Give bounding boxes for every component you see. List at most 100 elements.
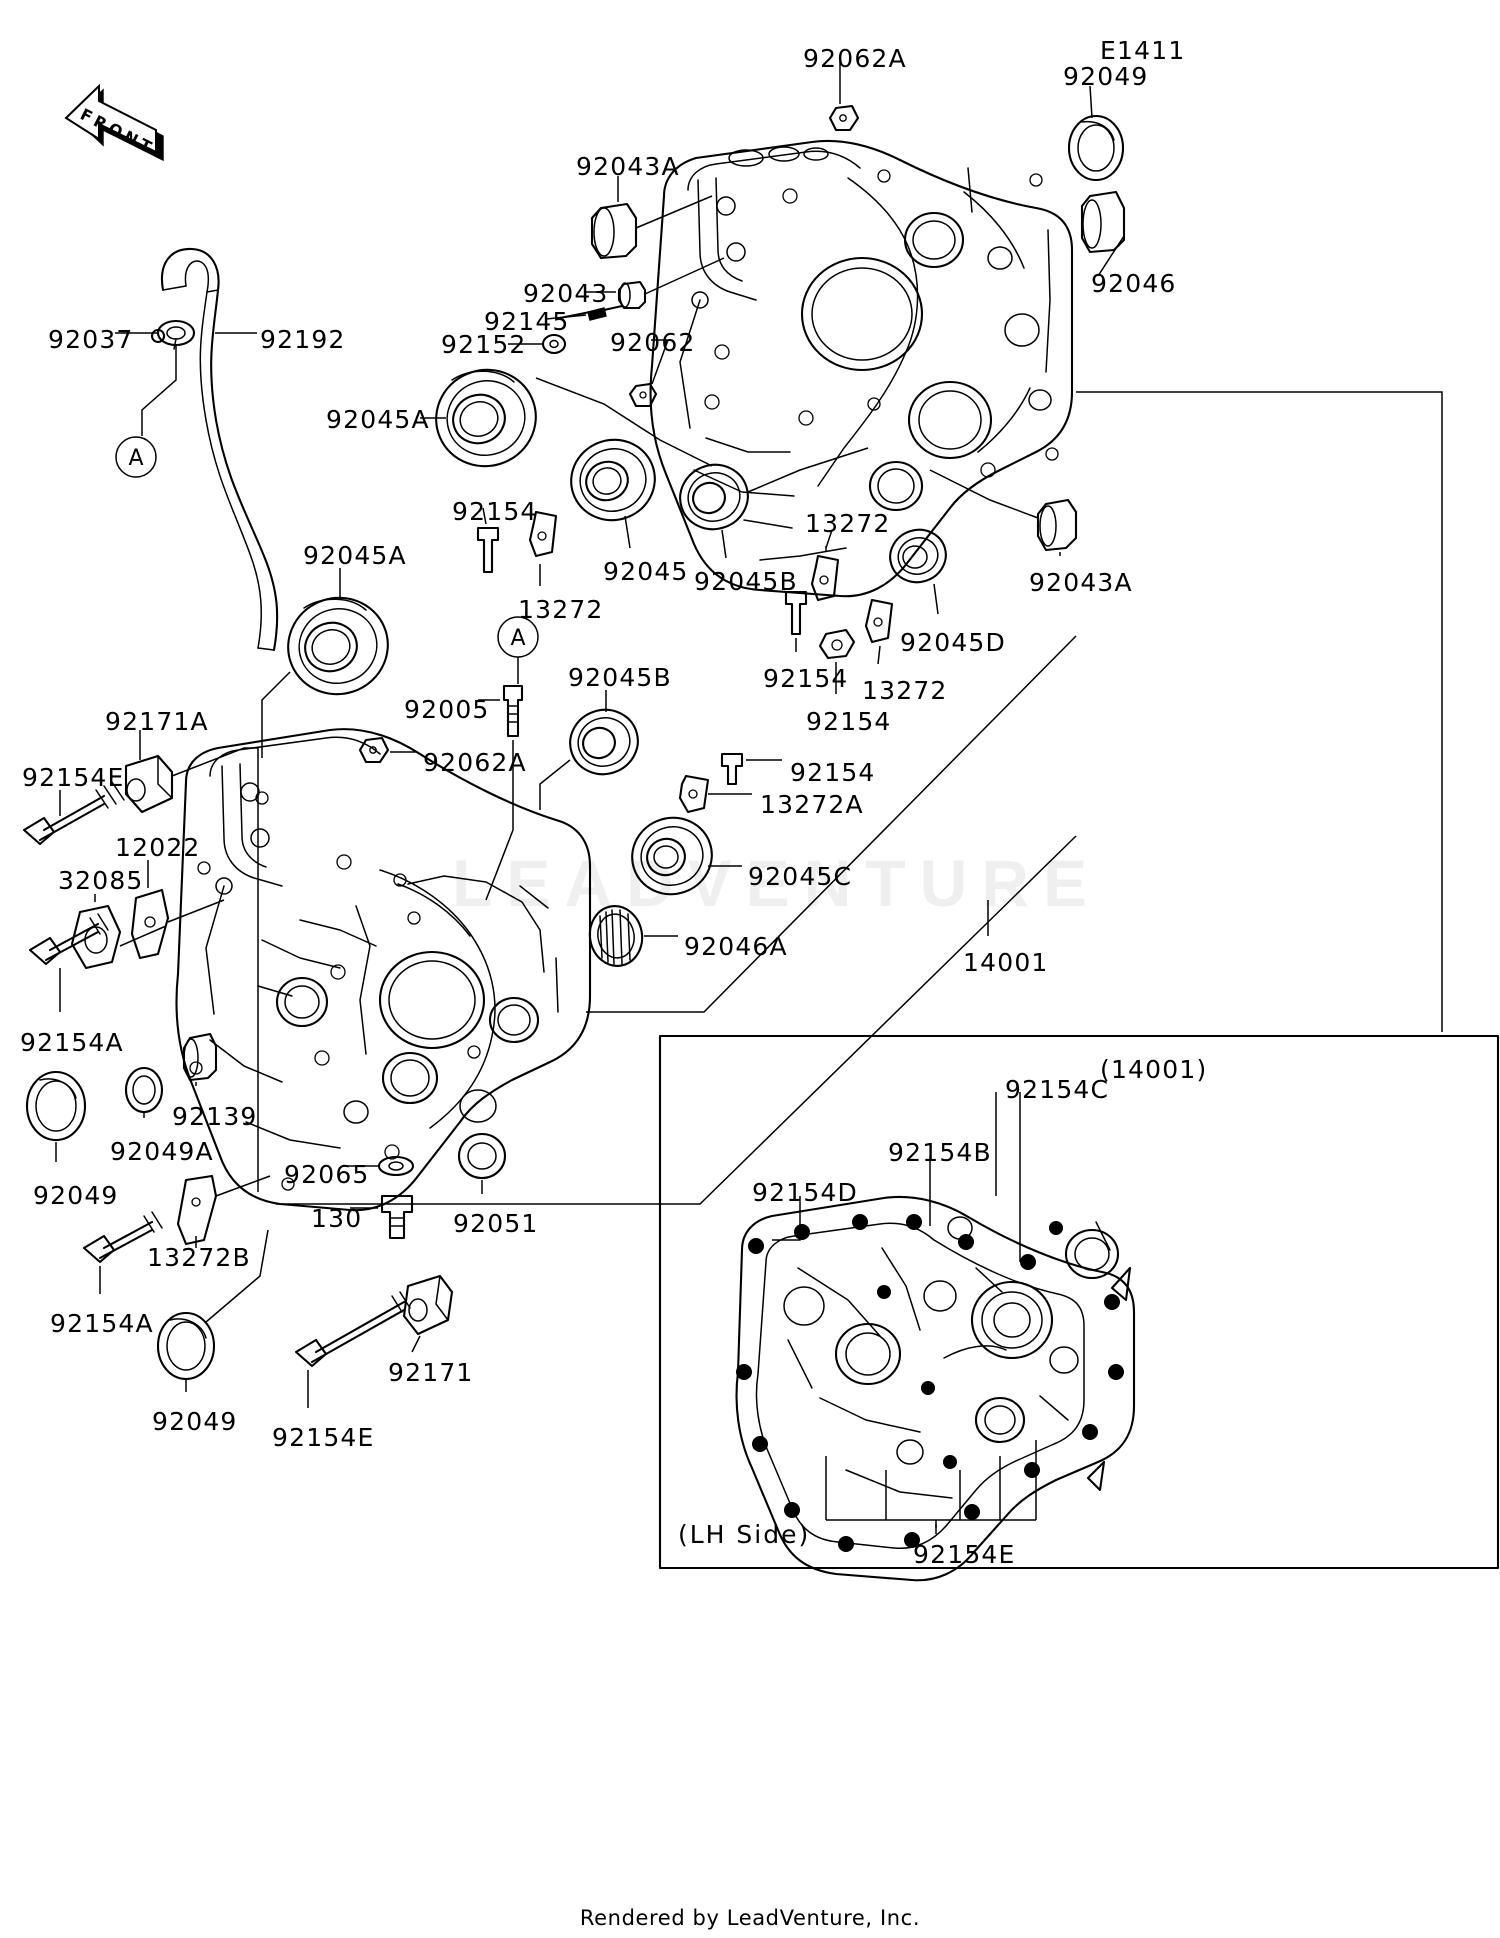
collar-92046 (1080, 190, 1126, 254)
callout-92062A-upper: 92062A (803, 44, 907, 73)
bracket-12022 (130, 888, 170, 960)
bolt-92154E-bottom (294, 1291, 411, 1368)
callout-92152: 92152 (441, 330, 527, 359)
leader-92154D (772, 1196, 801, 1241)
callout-92154-upper: 92154 (452, 497, 538, 526)
bushing-92043 (617, 280, 647, 310)
bolt-130 (380, 1194, 414, 1240)
bracket-32085 (70, 904, 122, 970)
leader-92045B-to-case (747, 447, 869, 493)
callout-92154-mid: 92154 (790, 758, 876, 787)
inset-caption-lh-side: (LH Side) (678, 1520, 811, 1549)
leader-92045A-lower-b (261, 671, 291, 758)
crankcase-half-lower (175, 728, 592, 1212)
callout-92045B-lower: 92045B (568, 663, 672, 692)
leader-13272-right2 (877, 645, 881, 665)
clamp-92171 (402, 1274, 454, 1336)
leader-14001-diag (586, 635, 1077, 1013)
callout-92154A-upper: 92154A (20, 1028, 124, 1057)
callout-92065: 92065 (284, 1160, 370, 1189)
callout-13272-upper: 13272 (518, 595, 604, 624)
leader-14001-lower (276, 835, 1077, 1205)
bushing-92139 (182, 1032, 218, 1082)
plug-92062A-lower (358, 736, 390, 764)
leader-92049-bottom-b (205, 1229, 269, 1323)
washer-92065 (377, 1155, 415, 1177)
callout-13272B: 13272B (147, 1243, 251, 1272)
plug-92051 (457, 1132, 507, 1180)
callout-92051: 92051 (453, 1209, 539, 1238)
callout-92043A-right: 92043A (1029, 568, 1133, 597)
plate-13272-right2 (864, 598, 894, 644)
callout-92043A-upper: 92043A (576, 152, 680, 181)
callout-92045C: 92045C (748, 862, 853, 891)
plug-92062 (628, 382, 658, 408)
leader-detail-A-top (141, 345, 177, 436)
callout-92154A-lower: 92154A (50, 1309, 154, 1338)
leader-92045D (933, 583, 939, 615)
callout-13272-right2: 13272 (862, 676, 948, 705)
callout-92139: 92139 (172, 1102, 258, 1131)
callout-92049-bottom: 92049 (152, 1407, 238, 1436)
nut-92154-right2 (818, 628, 856, 660)
callout-92043: 92043 (523, 279, 609, 308)
bearing-92045B-upper (679, 463, 749, 531)
callout-92171: 92171 (388, 1358, 474, 1387)
bearing-92046A (588, 905, 644, 967)
watermark-leadventure: LEADVENTURE (452, 846, 1102, 920)
leader-92171A-b (171, 747, 259, 1192)
callout-92049A: 92049A (110, 1137, 214, 1166)
callout-92171A: 92171A (105, 707, 209, 736)
footer-attribution: Rendered by LeadVenture, Inc. (579, 1906, 921, 1930)
leader-92045 (624, 515, 631, 549)
bushing-92043A-right (1036, 498, 1078, 552)
plug-92062A-upper (828, 104, 860, 132)
bearing-92045C (631, 816, 713, 896)
callout-92154-right: 92154 (763, 664, 849, 693)
callout-92005: 92005 (404, 695, 490, 724)
leader-92043A-right-b (929, 469, 1039, 519)
bearing-92045A-lower (287, 596, 389, 696)
callout-92154C: 92154C (1005, 1075, 1110, 1104)
plate-13272-upper (528, 510, 558, 558)
leader-92043-b (644, 257, 725, 295)
front-arrow-icon: FRONT (64, 83, 164, 162)
leader-92045B-lower-b (539, 759, 571, 810)
callout-92045B-upper: 92045B (694, 567, 798, 596)
leader-92171 (411, 1335, 421, 1353)
callout-92154D: 92154D (752, 1178, 858, 1207)
oil-seal-92049-bottom (156, 1311, 216, 1381)
leader-92049-upper (1089, 85, 1093, 119)
seal-92045D (889, 528, 947, 584)
plate-13272B (176, 1174, 218, 1246)
oil-seal-92049-left (25, 1070, 87, 1142)
bolt-92154A-upper (28, 913, 109, 966)
plate-13272-right (810, 554, 840, 602)
callout-92154E-upper: 92154E (22, 763, 125, 792)
inset-crankcase-lh (735, 1195, 1136, 1582)
svg-text:A: A (128, 446, 143, 471)
callout-92049-left: 92049 (33, 1181, 119, 1210)
bearing-92045A-upper (435, 368, 537, 468)
bolt-92154E-upper (22, 781, 125, 846)
callout-92062A-lower: 92062A (423, 748, 527, 777)
leader-92046 (1097, 235, 1125, 277)
oil-seal-92049A (124, 1066, 164, 1114)
bolt-92154-mid (720, 752, 744, 786)
callout-12022: 12022 (115, 833, 201, 862)
hose-clamp-part (151, 319, 196, 350)
callout-14001: 14001 (963, 948, 1049, 977)
bolt-92154-right (784, 590, 808, 636)
leader-32085-b (119, 925, 167, 947)
nozzle-92005 (502, 684, 524, 738)
svg-text:A: A (510, 626, 525, 651)
callout-92192: 92192 (260, 325, 346, 354)
leader-92062 (651, 339, 670, 385)
callout-92045A-lower: 92045A (303, 541, 407, 570)
leader-A-to-case (485, 740, 514, 901)
leader-12022-b (167, 899, 225, 923)
bearing-92045 (570, 438, 656, 522)
washer-92152 (541, 333, 567, 355)
oil-seal-92049-upper (1067, 114, 1125, 182)
leader-92145 (545, 314, 587, 320)
